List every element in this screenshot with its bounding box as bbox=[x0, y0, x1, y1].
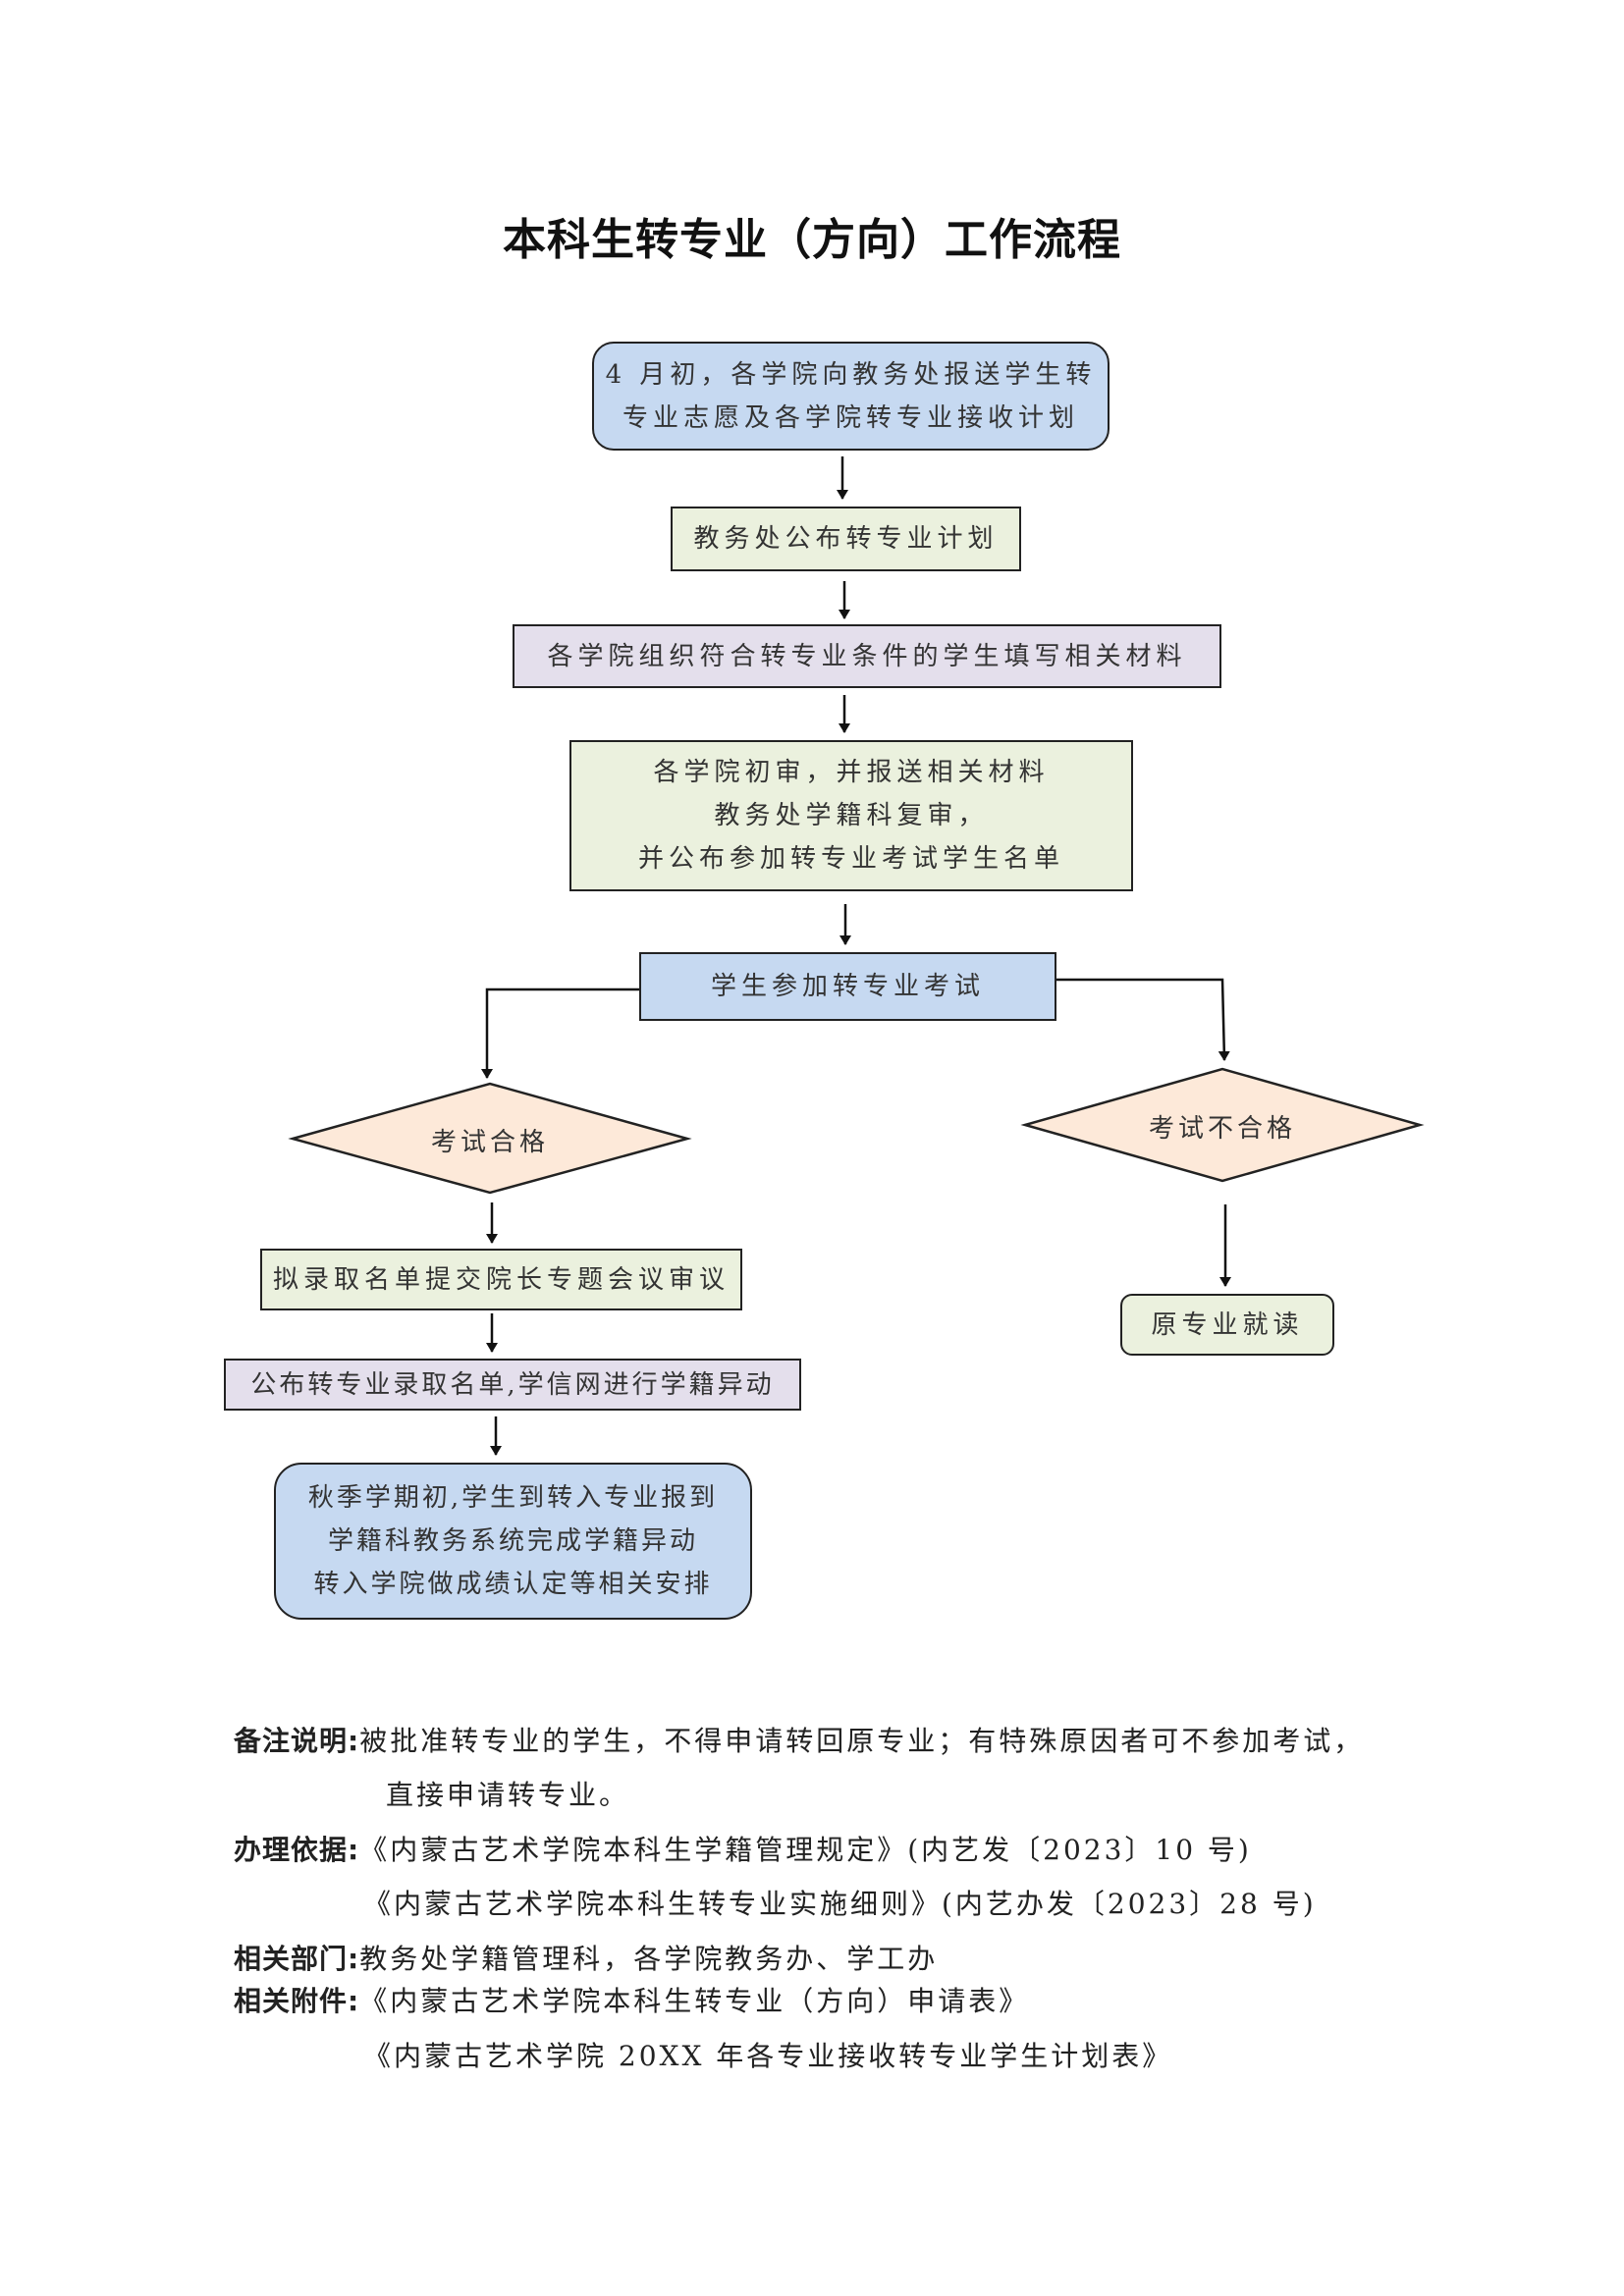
page-title: 本科生转专业（方向）工作流程 bbox=[503, 215, 1121, 265]
step-review: 各学院初审，并报送相关材料 教务处学籍科复审， 并公布参加转专业考试学生名单 bbox=[569, 740, 1133, 891]
attach-line-2: 《内蒙古艺术学院 20XX 年各专业接收转专业学生计划表》 bbox=[363, 2040, 1173, 2072]
step-text: 转入学院做成绩认定等相关安排 bbox=[313, 1570, 713, 1599]
step-submit-applications: 4 月初，各学院向教务处报送学生转 专业志愿及各学院转专业接收计划 bbox=[592, 342, 1110, 451]
step-text: 专业志愿及各学院转专业接收计划 bbox=[622, 402, 1079, 433]
remark-line: 备注说明:被批准转专业的学生，不得申请转回原专业；有特殊原因者可不参加考试， bbox=[234, 1720, 1364, 1759]
decision-pass-label: 考试合格 bbox=[430, 1128, 549, 1157]
step-committee-review: 拟录取名单提交院长专题会议审议 bbox=[260, 1249, 742, 1310]
basis-line-2: 《内蒙古艺术学院本科生转专业实施细则》(内艺办发〔2023〕28 号) bbox=[363, 1888, 1317, 1920]
step-text: 学生参加转专业考试 bbox=[710, 972, 985, 1001]
step-text: 各学院初审，并报送相关材料 bbox=[653, 758, 1050, 787]
decision-pass bbox=[288, 1082, 692, 1195]
step-publish-plan: 教务处公布转专业计划 bbox=[671, 507, 1021, 571]
arrow-to-pass bbox=[481, 988, 639, 1079]
step-text: 公布转专业录取名单,学信网进行学籍异动 bbox=[250, 1369, 775, 1400]
decision-fail-label: 考试不合格 bbox=[1148, 1114, 1296, 1144]
step-text: 秋季学期初,学生到转入专业报到 bbox=[307, 1483, 719, 1513]
step-exam: 学生参加转专业考试 bbox=[639, 952, 1056, 1021]
dept-line: 相关部门:教务处学籍管理科，各学院教务办、学工办 bbox=[234, 1938, 938, 1977]
step-publish-admission: 公布转专业录取名单,学信网进行学籍异动 bbox=[224, 1359, 801, 1411]
basis-label: 办理依据: bbox=[234, 1834, 360, 1866]
step-text: 4 月初，各学院向教务处报送学生转 bbox=[605, 359, 1097, 390]
step-enroll: 秋季学期初,学生到转入专业报到 学籍科教务系统完成学籍异动 转入学院做成绩认定等… bbox=[274, 1463, 752, 1620]
step-text: 教务处公布转专业计划 bbox=[693, 524, 999, 554]
basis-line: 办理依据:《内蒙古艺术学院本科生学籍管理规定》(内艺发〔2023〕10 号) bbox=[234, 1829, 1252, 1868]
step-text: 教务处学籍科复审， bbox=[714, 801, 989, 830]
attach-label: 相关附件: bbox=[234, 1985, 360, 2017]
decision-fail bbox=[1020, 1067, 1425, 1183]
dept-label: 相关部门: bbox=[234, 1943, 360, 1975]
step-text: 并公布参加转专业考试学生名单 bbox=[637, 844, 1064, 874]
step-fill-materials: 各学院组织符合转专业条件的学生填写相关材料 bbox=[513, 624, 1221, 688]
dept-text: 教务处学籍管理科，各学院教务办、学工办 bbox=[359, 1943, 939, 1975]
step-text: 拟录取名单提交院长专题会议审议 bbox=[272, 1264, 730, 1295]
step-text: 各学院组织符合转专业条件的学生填写相关材料 bbox=[547, 641, 1187, 671]
step-text: 原专业就读 bbox=[1151, 1309, 1304, 1340]
basis-text: 《内蒙古艺术学院本科生学籍管理规定》(内艺发〔2023〕10 号) bbox=[359, 1834, 1252, 1866]
step-text: 学籍科教务系统完成学籍异动 bbox=[327, 1526, 698, 1556]
step-stay-original: 原专业就读 bbox=[1120, 1294, 1334, 1356]
attach-text: 《内蒙古艺术学院本科生转专业（方向）申请表》 bbox=[359, 1985, 1030, 2017]
remark-label: 备注说明: bbox=[234, 1725, 360, 1757]
arrow-to-fail bbox=[1056, 978, 1230, 1061]
remark-text: 被批准转专业的学生，不得申请转回原专业；有特殊原因者可不参加考试， bbox=[359, 1725, 1365, 1757]
attach-line: 相关附件:《内蒙古艺术学院本科生转专业（方向）申请表》 bbox=[234, 1980, 1029, 2019]
remark-line-2: 直接申请转专业。 bbox=[386, 1779, 630, 1811]
